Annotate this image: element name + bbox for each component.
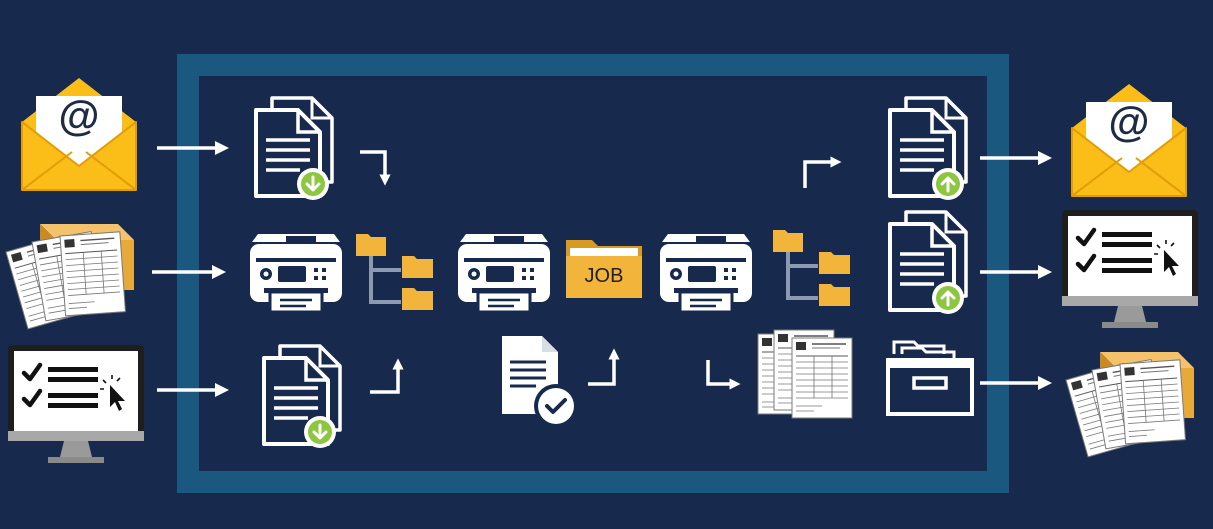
connector-arrow-up [803, 156, 842, 188]
connector-arrow-right [706, 360, 741, 390]
connector-arrow-up [370, 358, 404, 394]
document-approved-icon [502, 336, 578, 428]
job-folder-icon: JOB [566, 240, 642, 298]
file-archive-cabinet-icon [886, 340, 974, 416]
multifunction-printer-icon [658, 232, 754, 314]
document-upload-icon [888, 210, 968, 316]
connector-arrow-up [588, 348, 620, 386]
multifunction-printer-icon [456, 232, 552, 314]
document-upload-icon [888, 96, 968, 202]
multifunction-printer-icon [248, 232, 344, 314]
connector-arrow-down [360, 150, 391, 186]
job-folder-label: JOB [585, 265, 624, 287]
document-download-icon [254, 96, 334, 202]
printed-documents-icon [757, 329, 853, 419]
document-download-icon [262, 344, 342, 450]
